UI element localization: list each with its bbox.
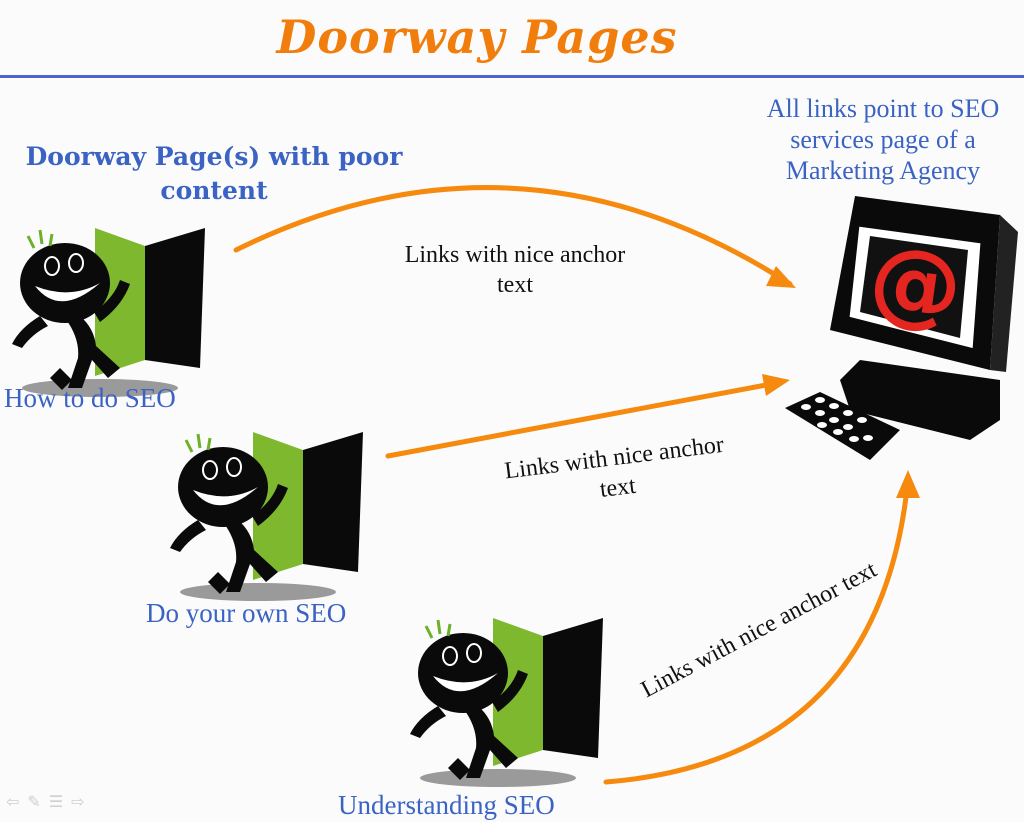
prev-arrow-icon[interactable]: ⇦ bbox=[6, 792, 20, 811]
link-arrow-3 bbox=[603, 477, 911, 785]
arrowhead-2 bbox=[762, 374, 790, 396]
link-arrows bbox=[233, 185, 911, 785]
link-arrow-2 bbox=[385, 379, 785, 459]
arrowhead-3 bbox=[896, 470, 920, 498]
svg-text:@: @ bbox=[863, 224, 969, 343]
page-label-2: Do your own SEO bbox=[146, 598, 347, 628]
link-arrow-1 bbox=[233, 185, 793, 287]
doorway-heading: Doorway Page(s) with poor content bbox=[25, 142, 403, 205]
slide-nav: ⇦ ✎ ☰ ⇨ bbox=[6, 792, 85, 811]
pencil-icon[interactable]: ✎ bbox=[27, 792, 41, 811]
doorway-page-2-icon bbox=[168, 430, 365, 603]
arrowhead-1 bbox=[766, 266, 796, 288]
page-label-1: How to do SEO bbox=[4, 383, 176, 413]
title-divider bbox=[0, 75, 1024, 78]
computer-email-icon: @ bbox=[785, 196, 1018, 460]
target-label: All links point to SEO services page of … bbox=[766, 94, 1000, 185]
next-arrow-icon[interactable]: ⇨ bbox=[71, 792, 85, 811]
doorway-page-1-icon bbox=[10, 226, 207, 399]
page-label-3: Understanding SEO bbox=[338, 790, 555, 820]
doorway-page-3-icon bbox=[408, 616, 605, 789]
menu-icon[interactable]: ☰ bbox=[48, 792, 64, 811]
page-title: Doorway Pages bbox=[276, 10, 678, 64]
link-label-1: Links with nice anchor text bbox=[404, 242, 626, 298]
